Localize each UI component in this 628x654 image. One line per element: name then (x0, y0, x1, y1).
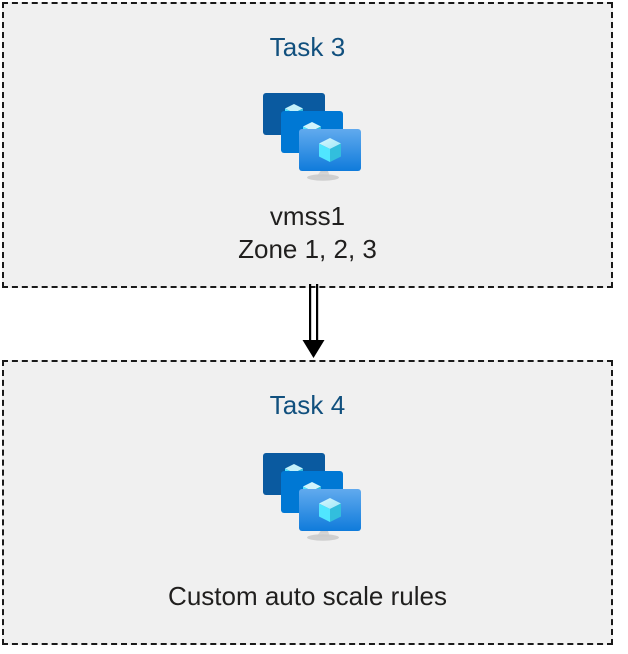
task3-captions: vmss1 Zone 1, 2, 3 (238, 200, 377, 266)
vmss-cube-front (318, 138, 341, 162)
task3-icon-wrapper (253, 82, 363, 182)
arrow-task3-to-task4 (302, 284, 325, 358)
task4-icon-wrapper (253, 442, 363, 542)
vmss-icon (262, 453, 361, 541)
arrow-head (302, 340, 325, 358)
task-box-task3[interactable]: Task 3 (2, 2, 613, 288)
task4-title: Task 4 (269, 390, 346, 420)
task3-caption-line-1: vmss1 (269, 201, 346, 231)
task4-caption-line-1: Custom auto scale rules (168, 581, 447, 611)
task4-captions: Custom auto scale rules (168, 580, 447, 613)
task3-title: Task 3 (269, 32, 346, 62)
arrow-shaft-right-line (316, 284, 319, 342)
arrow-shaft-left-line (309, 284, 312, 342)
vmss-cube-front (318, 498, 341, 522)
task3-caption-line-2: Zone 1, 2, 3 (238, 234, 377, 264)
vmss-icon (262, 93, 361, 181)
task-box-task4[interactable]: Task 4 (2, 360, 613, 645)
